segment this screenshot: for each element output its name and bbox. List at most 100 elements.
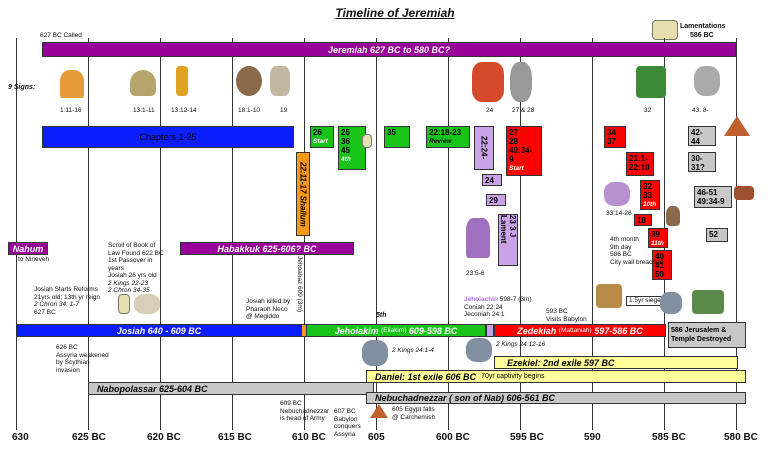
sign-ref-7: 27 & 28 — [512, 107, 535, 114]
sign-ref-9: 43: 8- — [692, 107, 709, 114]
soldier-icon — [362, 340, 388, 366]
tablet-icon — [666, 206, 680, 226]
lamentations-label: Lamentations 586 BC — [680, 23, 726, 39]
gridline-605 — [376, 38, 377, 430]
chapters-bar: Chapters 1-25 — [42, 126, 294, 148]
tick-580: 580 BC — [724, 432, 758, 443]
jehoahaz-label: Jehoahaz 609 (3m) — [296, 256, 303, 313]
tick-605: 605 — [368, 432, 385, 443]
josiah-killed-note: Josiah killed by Pharaoh Neco @ Megiddo — [246, 298, 291, 320]
kings-ref-24-12: 2 Kings 24:12-16 — [496, 341, 546, 348]
tick-585: 585 BC — [652, 432, 686, 443]
ezekiel-bar: Ezekiel: 2nd exile 597 BC — [494, 356, 738, 369]
nahum-bar: Nahum — [8, 242, 48, 255]
fifth-label: 5th — [376, 312, 387, 319]
ref-33-14-26: 33:14-26 — [606, 210, 632, 217]
stones-icon — [694, 66, 720, 96]
ref-23-5-6: 23:5-6 — [466, 270, 485, 277]
gray-box-52: 52 — [706, 228, 728, 242]
gray-box-30-31: 30- 31? — [688, 152, 716, 172]
gridline-615 — [232, 38, 233, 430]
tick-610: 610 BC — [292, 432, 326, 443]
red-box-21-22: 21:1- 22:10 — [626, 152, 654, 176]
field-deed-icon — [636, 66, 666, 98]
soldier-icon — [660, 292, 682, 314]
egypt-falls-note: 605 Egypt falls @ Carchemish — [392, 406, 436, 421]
gray-box-42-44: 42- 44 — [688, 126, 716, 146]
nine-signs-label: 9 Signs: — [8, 84, 36, 91]
red-box-34-37: 34 37 — [604, 126, 626, 148]
wine-jar-icon — [176, 66, 188, 96]
green-box-35: 35 — [384, 126, 410, 148]
sign-ref-6: 24 — [486, 107, 494, 114]
josiah-bar: Josiah 640 - 609 BC — [16, 324, 302, 337]
nabopolassar-bar: Nabopolassar 625-604 BC — [88, 382, 374, 395]
sign-ref-4: 18:1-10 — [238, 107, 261, 114]
broken-jar-icon — [270, 66, 290, 96]
kings-ref-24-1: 2 Kings 24:1-4 — [392, 347, 434, 354]
siege-label: 1.5yr siege — [626, 296, 664, 306]
lamb-icon — [134, 294, 160, 314]
tick-595: 595 BC — [510, 432, 544, 443]
sign-ref-8: 32 — [644, 107, 652, 114]
destroyed-box: 586 Jerusalem & Temple Destroyed — [668, 322, 746, 348]
tick-600: 600 BC — [436, 432, 470, 443]
scroll-note: Scroll of Book of Law Found 622 BC 1st P… — [108, 242, 164, 294]
pyramid-icon — [724, 116, 750, 136]
siege-city-icon — [596, 284, 622, 308]
branch-figure-icon — [604, 182, 630, 206]
green-box-25-36-45: 25 36 45 4th — [338, 126, 366, 170]
potter-icon — [236, 66, 262, 96]
pyramid-icon — [370, 404, 388, 418]
gridline-625 — [88, 38, 89, 430]
tick-590: 590 — [584, 432, 601, 443]
lav-box-22-24: 22:24- — [474, 126, 494, 170]
figs-basket-icon — [472, 62, 504, 102]
red-box-start: 27 28 49:34- 9 Start — [506, 126, 542, 176]
nebuchadnezzar-bar: Nebuchadnezzar ( son of Nab) 606-561 BC — [366, 392, 746, 404]
red-box-18: 18 — [634, 214, 652, 226]
fourth-month-note: 4th month 9th day 586 BC City wall breac… — [610, 236, 664, 266]
tick-615: 615 BC — [218, 432, 252, 443]
josiah-reforms-note: Josiah Starts Reforms 21yrs old; 13th yr… — [34, 286, 101, 316]
daniel-bar: Daniel: 1st exile 606 BC 70yr captivity … — [366, 370, 746, 383]
linen-belt-icon — [60, 70, 84, 98]
gridline-600 — [448, 38, 449, 430]
nahum-sub: to Nineveh — [18, 256, 50, 263]
jehoiachin-marker — [486, 324, 494, 337]
red-box-32-33: 32 33 10th — [640, 180, 660, 210]
tick-625: 625 BC — [72, 432, 106, 443]
sign-ref-5: 19 — [280, 107, 288, 114]
gridline-580 — [736, 38, 737, 430]
jehoiachin-note: Jehoiachin 598-7 (3m) Coniah 22:24 Jecon… — [464, 296, 532, 318]
gray-box-46-51: 46-51 49:34-9 — [694, 186, 732, 208]
lav-box-29: 29 — [486, 194, 506, 206]
yoke-icon — [510, 62, 532, 102]
shallum-bar: 22:11-17 Shallum — [296, 152, 310, 236]
jehoiakim-bar: Jehoiakim (Eliakim) 609-598 BC — [306, 324, 486, 337]
sign-ref-1: 1:11-16 — [60, 107, 82, 114]
jesus-figure-icon — [466, 218, 490, 258]
soldier-icon — [466, 338, 492, 362]
gridline-590 — [592, 38, 593, 430]
babylon-conquers-note: 607 BC Babylon conquers Assyria — [334, 408, 361, 438]
red-box-39: 39 11th — [648, 228, 668, 248]
called-note: 627 BC Called — [40, 32, 82, 39]
visits-babylon-note: 593 BC Visits Babylon — [546, 308, 587, 323]
neb-head-note: 609 BC Nebuchadnezzar is head of Army — [280, 400, 330, 422]
tick-620: 620 BC — [147, 432, 181, 443]
red-box-40-41-50: 40 41 50 — [652, 250, 672, 280]
gridline-620 — [160, 38, 161, 430]
gavel-icon — [734, 186, 754, 200]
assyria-note: 626 BC Assyria weakened by Scythian inva… — [56, 344, 109, 374]
garden-icon — [692, 290, 724, 314]
tick-630: 630 — [12, 432, 29, 443]
lav-box-24: 24 — [482, 174, 502, 186]
zedekiah-bar: Zedekiah (Mattaniah) 597-586 BC — [494, 324, 666, 337]
scroll-small-icon — [118, 294, 130, 314]
scroll-small-icon — [362, 134, 372, 148]
gridline-595 — [520, 38, 521, 430]
scroll-icon — [652, 20, 678, 40]
sign-ref-2: 13:1-11 — [133, 107, 155, 114]
lament-box: 23 3 J Lament — [498, 214, 518, 266]
